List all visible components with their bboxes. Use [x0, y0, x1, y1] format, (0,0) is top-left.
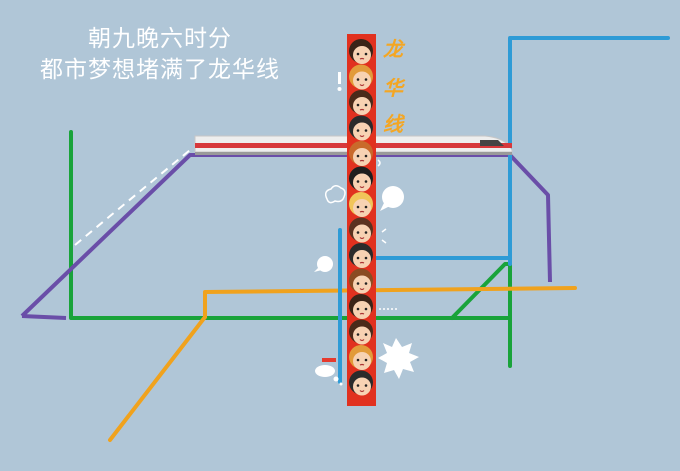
- passenger-face: [349, 39, 373, 64]
- passenger-face: [349, 370, 373, 396]
- purple-line: [20, 153, 552, 320]
- passenger-face: [349, 345, 373, 370]
- speech-bubble-icon: [380, 186, 404, 211]
- passenger-face: [349, 217, 373, 243]
- passengers: [349, 39, 373, 396]
- exclamation-icon: [337, 72, 342, 91]
- green-line: [69, 130, 512, 368]
- passenger-face: [349, 115, 373, 141]
- thought-bubble-icon: [324, 185, 346, 204]
- passenger-face: [349, 64, 373, 90]
- thought-bubble-icon: [315, 365, 343, 386]
- blue-line: [338, 36, 670, 384]
- burst-icon: [378, 338, 419, 379]
- ellipsis-icon: [379, 308, 397, 310]
- passenger-face: [349, 319, 373, 345]
- orange-line: [108, 286, 577, 442]
- dashed-track: [74, 149, 191, 246]
- vertical-label-char: 线: [383, 112, 403, 136]
- vertical-label-char: 龙: [383, 37, 403, 61]
- passenger-face: [349, 294, 373, 319]
- vertical-label-char: 华: [383, 76, 403, 100]
- passenger-face: [349, 90, 373, 115]
- passenger-face: [349, 166, 373, 192]
- passenger-face: [349, 192, 373, 217]
- caption-line-2: 都市梦想堵满了龙华线: [40, 57, 280, 83]
- steam-icon: [377, 159, 387, 244]
- passenger-face: [349, 268, 373, 294]
- speech-bubble-icon: [314, 256, 333, 272]
- caption-line-1: 朝九晚六时分: [88, 26, 232, 52]
- passenger-face: [349, 141, 373, 166]
- passenger-face: [349, 243, 373, 268]
